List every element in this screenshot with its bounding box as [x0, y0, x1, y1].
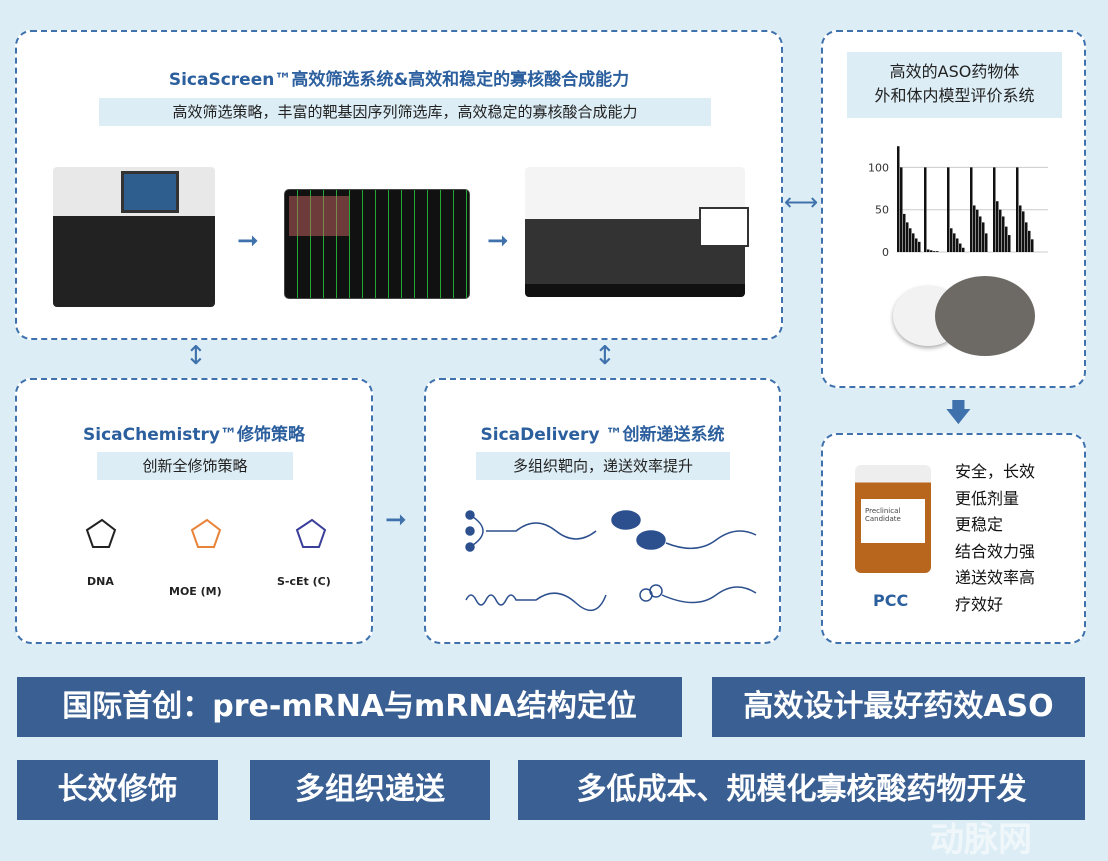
bottle-label: Preclinical Candidate	[861, 499, 925, 543]
benefit-item: 更低剂量	[955, 488, 1020, 508]
bar	[976, 209, 979, 252]
benefit-item: 结合效力强	[955, 541, 1036, 561]
bar	[962, 247, 965, 252]
efficacy-bar-chart: 0 50 100	[868, 146, 1048, 259]
bar	[1008, 235, 1011, 252]
arrow-right-icon: ➞	[487, 226, 509, 256]
benefit-item: 疗效好	[955, 594, 1004, 614]
bar	[985, 233, 988, 252]
y-tick-label: 100	[868, 161, 889, 174]
structure-dna: DNA	[87, 575, 114, 588]
banner-structure-positioning: 国际首创：pre-mRNA与mRNA结构定位	[17, 677, 682, 737]
bar	[927, 249, 930, 252]
bar	[982, 222, 985, 252]
banner-low-cost: 多低成本、规模化寡核酸药物开发	[518, 760, 1085, 820]
bar	[993, 167, 996, 252]
bar	[936, 251, 939, 252]
mice-image	[889, 272, 1059, 367]
bar	[1028, 230, 1031, 252]
bar	[930, 250, 933, 252]
bar	[1005, 226, 1008, 252]
bar	[906, 222, 909, 252]
structure-moe: MOE (M)	[169, 585, 222, 598]
bar	[947, 167, 950, 252]
bar	[999, 209, 1002, 252]
delivery-title: SicaDelivery ™创新递送系统	[480, 425, 725, 445]
bar	[973, 205, 976, 252]
evaluation-title-line1: 高效的ASO药物体	[889, 62, 1020, 81]
bar	[1022, 211, 1025, 252]
pcc-label: PCC	[873, 591, 909, 610]
delivery-panel: SicaDelivery ™创新递送系统 多组织靶向，递送效率提升	[424, 378, 781, 644]
pill-bottle-image: Preclinical Candidate	[855, 465, 931, 573]
bar	[1002, 216, 1005, 252]
structure-scet: S-cEt (C)	[277, 575, 331, 588]
screening-title: SicaScreen™高效筛选系统&高效和稳定的寡核酸合成能力	[168, 70, 630, 90]
bar	[996, 201, 999, 252]
benefit-item: 递送效率高	[955, 568, 1036, 587]
pcc-benefits: 安全，长效 更低剂量 更稳定 结合效力强 递送效率高 疗效好	[955, 459, 1035, 618]
banner-multi-tissue: 多组织递送	[250, 760, 490, 820]
bar	[956, 238, 959, 252]
bar	[915, 238, 918, 252]
bar	[950, 228, 953, 252]
screening-subtitle: 高效筛选策略，丰富的靶基因序列筛选库，高效稳定的寡核酸合成能力	[99, 98, 711, 126]
bar	[912, 233, 915, 252]
evaluation-title: 高效的ASO药物体 外和体内模型评价系统	[847, 52, 1062, 118]
y-tick-label: 50	[875, 204, 889, 217]
bar	[1019, 205, 1022, 252]
bar	[959, 243, 962, 252]
bar	[1025, 222, 1028, 252]
evaluation-title-line2: 外和体内模型评价系统	[874, 86, 1035, 105]
bar	[953, 233, 956, 252]
delivery-illustrations	[465, 510, 757, 612]
bar	[970, 167, 973, 252]
bar	[903, 213, 906, 252]
chemistry-title: SicaChemistry™修饰策略	[83, 425, 305, 445]
banner-aso-design: 高效设计最好药效ASO	[712, 677, 1085, 737]
benefit-item: 安全，长效	[955, 462, 1036, 481]
double-arrow-vertical-icon: ↕	[185, 341, 207, 371]
sequence-heatmap-image	[285, 190, 469, 298]
arrow-right-icon: ➞	[385, 505, 407, 535]
sequencer-image	[53, 167, 215, 307]
bar	[924, 167, 927, 252]
double-arrow-vertical-icon: ↕	[594, 341, 616, 371]
synthesizer-image	[525, 167, 749, 297]
bar	[900, 167, 903, 252]
bar	[909, 228, 912, 252]
delivery-subtitle: 多组织靶向，递送效率提升	[476, 452, 730, 480]
arrow-right-icon: ➞	[237, 226, 259, 256]
chemistry-panel: SicaChemistry™修饰策略 创新全修饰策略 DNA MOE (M) S…	[15, 378, 373, 644]
chemistry-subtitle: 创新全修饰策略	[97, 452, 293, 480]
bar	[918, 241, 921, 252]
nucleotide-structures	[85, 518, 327, 548]
evaluation-panel: 高效的ASO药物体 外和体内模型评价系统 0 50 100	[821, 30, 1086, 388]
pcc-panel: Preclinical Candidate PCC 安全，长效 更低剂量 更稳定…	[821, 433, 1086, 644]
bar	[1031, 239, 1034, 252]
benefit-item: 更稳定	[955, 515, 1004, 534]
screening-panel: SicaScreen™高效筛选系统&高效和稳定的寡核酸合成能力 高效筛选策略，丰…	[15, 30, 783, 340]
watermark: 动脉网	[930, 820, 1032, 860]
double-arrow-icon: ⟷	[784, 188, 819, 216]
arrow-down-icon: 🡇	[945, 398, 972, 428]
bar	[1016, 167, 1019, 252]
banner-long-acting: 长效修饰	[17, 760, 218, 820]
bar	[897, 146, 900, 252]
bar	[933, 251, 936, 252]
y-tick-label: 0	[882, 246, 889, 259]
bar	[979, 216, 982, 252]
